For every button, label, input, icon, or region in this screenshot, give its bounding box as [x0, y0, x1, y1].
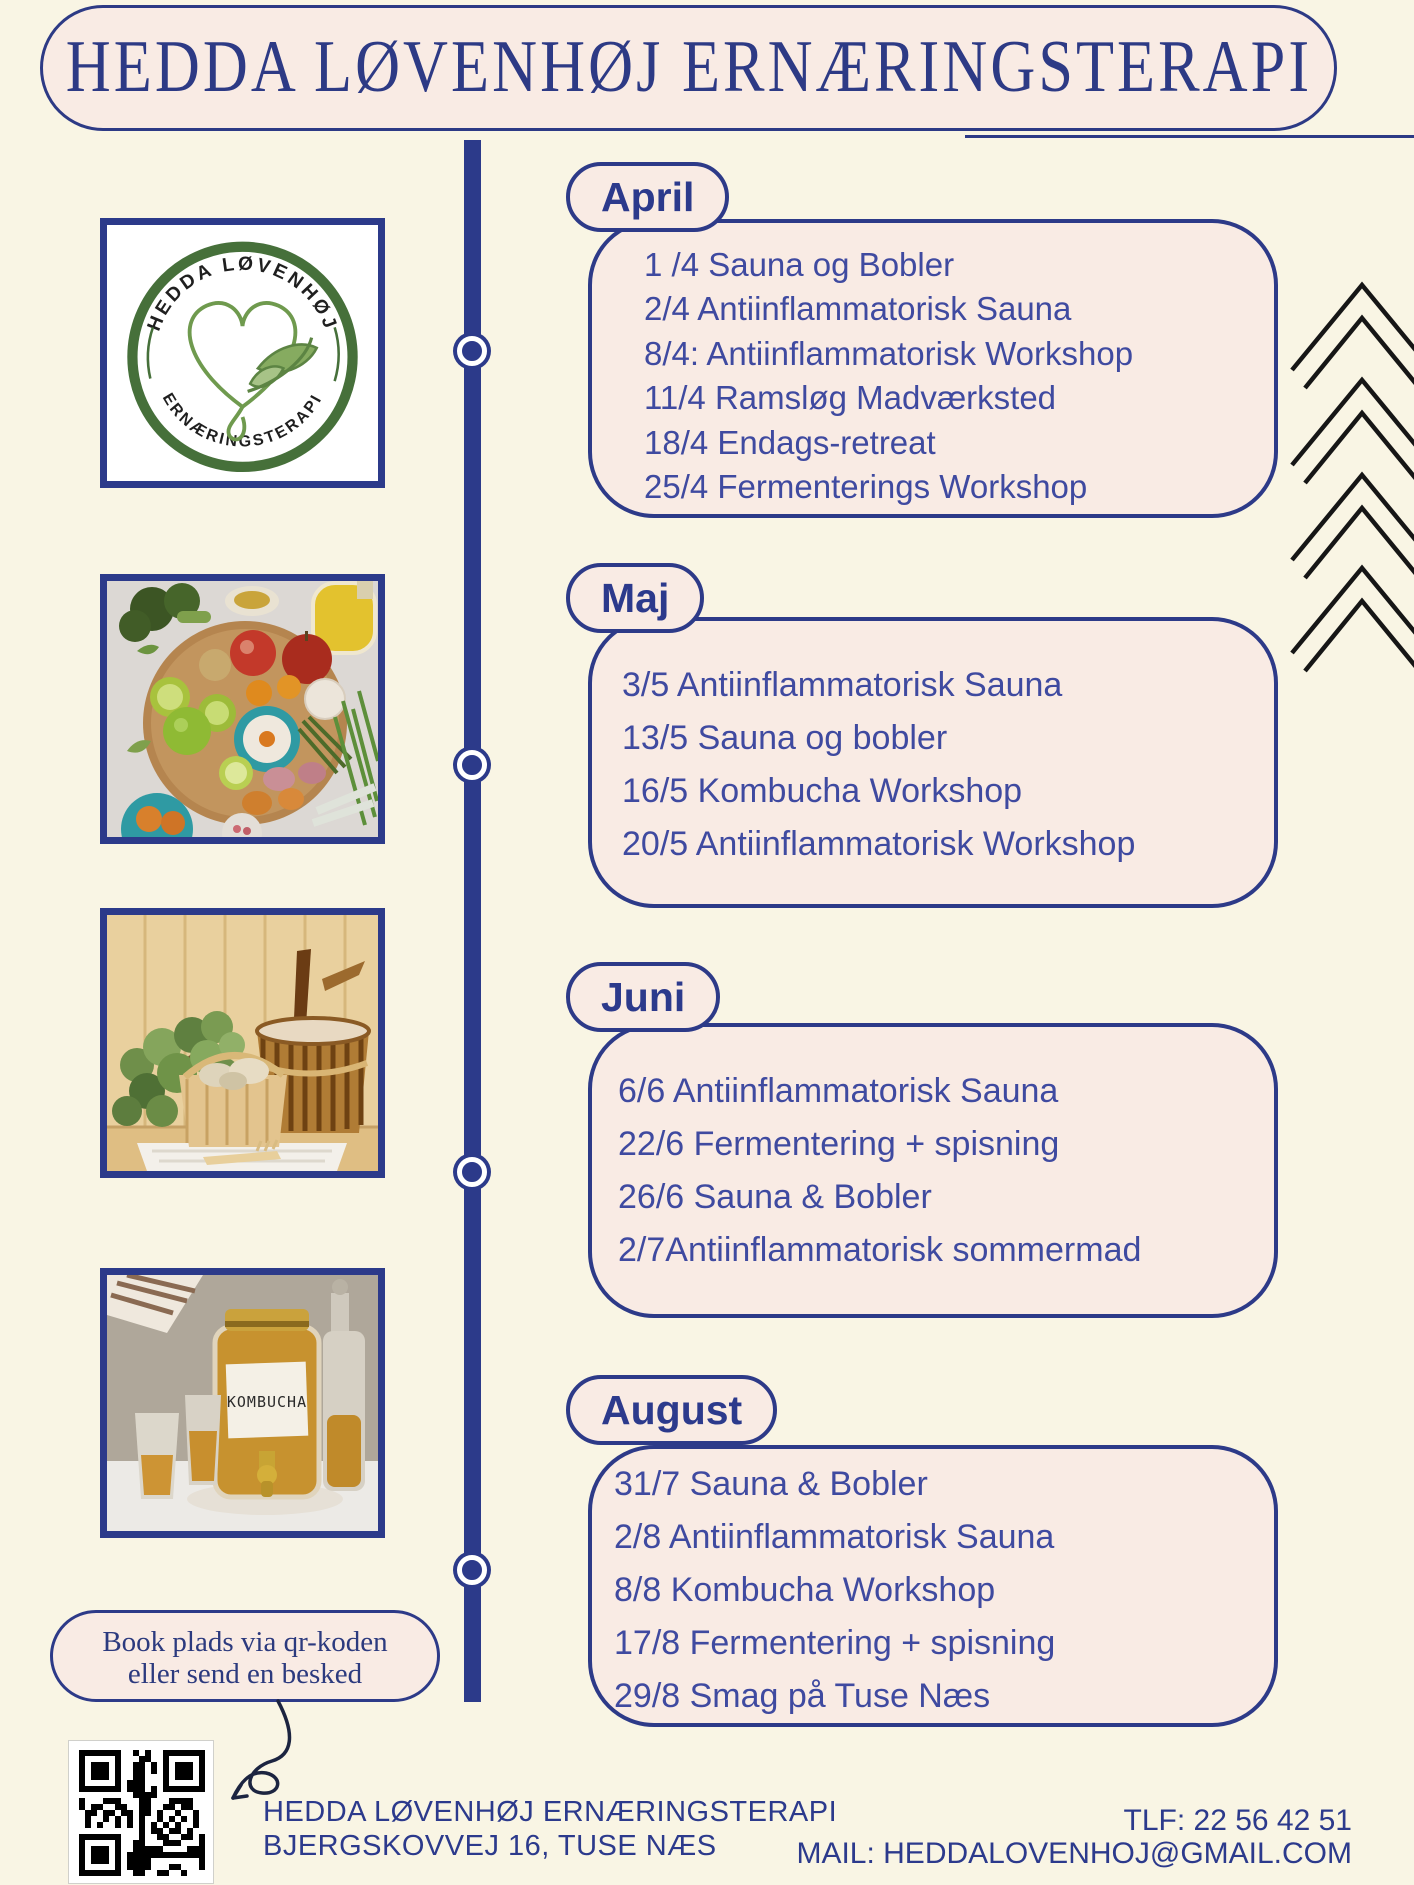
event-item: 6/6 Antiinflammatorisk Sauna [618, 1072, 1059, 1110]
event-item: 20/5 Antiinflammatorisk Workshop [622, 825, 1136, 863]
food-photo [100, 574, 385, 844]
month-box-juni: 6/6 Antiinflammatorisk Sauna 22/6 Fermen… [588, 1023, 1278, 1318]
event-list-maj: 3/5 Antiinflammatorisk Sauna 13/5 Sauna … [592, 621, 1274, 871]
curly-arrow-icon [231, 1699, 292, 1800]
month-box-maj: 3/5 Antiinflammatorisk Sauna 13/5 Sauna … [588, 617, 1278, 908]
footer-business-name: HEDDA LØVENHØJ ERNÆRINGSTERAPI [263, 1796, 838, 1828]
month-label: August [601, 1386, 743, 1433]
event-item: 25/4 Fermenterings Workshop [644, 468, 1088, 506]
kombucha-jar-icon: KOMBUCHA [212, 1309, 322, 1500]
event-list-juni: 6/6 Antiinflammatorisk Sauna 22/6 Fermen… [592, 1027, 1274, 1277]
event-list-august: 31/7 Sauna & Bobler 2/8 Antiinflammatori… [592, 1449, 1274, 1723]
event-item: 13/5 Sauna og bobler [622, 719, 948, 757]
event-item: 8/4: Antiinflammatorisk Workshop [644, 334, 1134, 372]
booking-line1: Book plads via qr-koden [102, 1626, 388, 1658]
event-item: 3/5 Antiinflammatorisk Sauna [622, 666, 1063, 704]
striped-cloth-icon [107, 1275, 203, 1333]
footer-phone: TLF: 22 56 42 51 [1123, 1804, 1353, 1837]
timeline-dot-juni [457, 1157, 487, 1187]
sauna-photo [100, 908, 385, 1178]
event-list-april: 1 /4 Sauna og Bobler 2/4 Antiinflammator… [592, 223, 1274, 509]
event-item: 11/4 Ramsløg Madværksted [644, 379, 1057, 417]
sauna-illustration [107, 915, 378, 1171]
event-item: 2/7Antiinflammatorisk sommermad [618, 1231, 1142, 1269]
qr-code [68, 1740, 214, 1884]
month-label: Maj [601, 574, 670, 621]
event-item: 31/7 Sauna & Bobler [614, 1465, 928, 1503]
footer-address: BJERGSKOVVEJ 16, TUSE NÆS [263, 1830, 717, 1862]
footer-email: MAIL: HEDDALOVENHOJ@GMAIL.COM [796, 1837, 1352, 1870]
event-item: 1 /4 Sauna og Bobler [644, 246, 955, 283]
bottle-icon [323, 1279, 365, 1491]
qr-code-pattern [79, 1750, 205, 1876]
header-underline [965, 135, 1414, 138]
footer-contact-left: HEDDA LØVENHØJ ERNÆRINGSTERAPI BJERGSKOV… [263, 1795, 837, 1863]
timeline-bar [464, 140, 481, 1702]
month-box-april: 1 /4 Sauna og Bobler 2/4 Antiinflammator… [588, 219, 1278, 518]
page-title: HEDDA LØVENHØJ ERNÆRINGSTERAPI [65, 26, 1312, 109]
month-label: Juni [601, 973, 686, 1020]
kombucha-photo: KOMBUCHA [100, 1268, 385, 1538]
event-item: 2/4 Antiinflammatorisk Sauna [644, 290, 1072, 328]
event-item: 29/8 Smag på Tuse Næs [614, 1677, 991, 1715]
event-item: 2/8 Antiinflammatorisk Sauna [614, 1518, 1055, 1556]
booking-note: Book plads via qr-koden eller send en be… [50, 1610, 440, 1702]
timeline-dot-april [457, 336, 487, 366]
sauna-bucket-icon [255, 949, 371, 1133]
kombucha-illustration: KOMBUCHA [107, 1275, 378, 1531]
event-item: 22/6 Fermentering + spisning [618, 1125, 1060, 1163]
event-item: 17/8 Fermentering + spisning [614, 1624, 1056, 1662]
month-pill-juni: Juni [566, 962, 721, 1032]
event-item: 18/4 Endags-retreat [644, 423, 936, 461]
booking-line2: eller send en besked [127, 1658, 363, 1690]
event-item: 26/6 Sauna & Bobler [618, 1178, 932, 1216]
garlic-bowl-icon [234, 706, 300, 772]
month-pill-april: April [566, 162, 730, 232]
logo-heart-icon [187, 301, 319, 442]
logo-image: HEDDA LØVENHØJ ERNÆRINGSTERAPI [100, 218, 385, 488]
event-item: 8/8 Kombucha Workshop [614, 1571, 996, 1609]
chevron-up-icons [1290, 281, 1414, 673]
food-illustration [107, 581, 378, 837]
olive-oil-icon [311, 581, 377, 655]
broccoli-icon [119, 583, 211, 642]
header-banner: HEDDA LØVENHØJ ERNÆRINGSTERAPI [40, 5, 1337, 131]
glass-icon [135, 1395, 221, 1499]
footer-contact-right: TLF: 22 56 42 51 MAIL: HEDDALOVENHOJ@GMA… [796, 1804, 1352, 1870]
timeline-dot-august [457, 1555, 487, 1585]
kombucha-label-text: KOMBUCHA [227, 1393, 307, 1411]
month-box-august: 31/7 Sauna & Bobler 2/8 Antiinflammatori… [588, 1445, 1278, 1727]
month-label: April [601, 173, 695, 220]
month-pill-august: August [566, 1375, 778, 1445]
event-item: 16/5 Kombucha Workshop [622, 772, 1023, 810]
timeline-dot-maj [457, 750, 487, 780]
small-bucket-icon [179, 1052, 287, 1147]
month-pill-maj: Maj [566, 563, 705, 633]
logo-badge: HEDDA LØVENHØJ ERNÆRINGSTERAPI [127, 241, 358, 473]
